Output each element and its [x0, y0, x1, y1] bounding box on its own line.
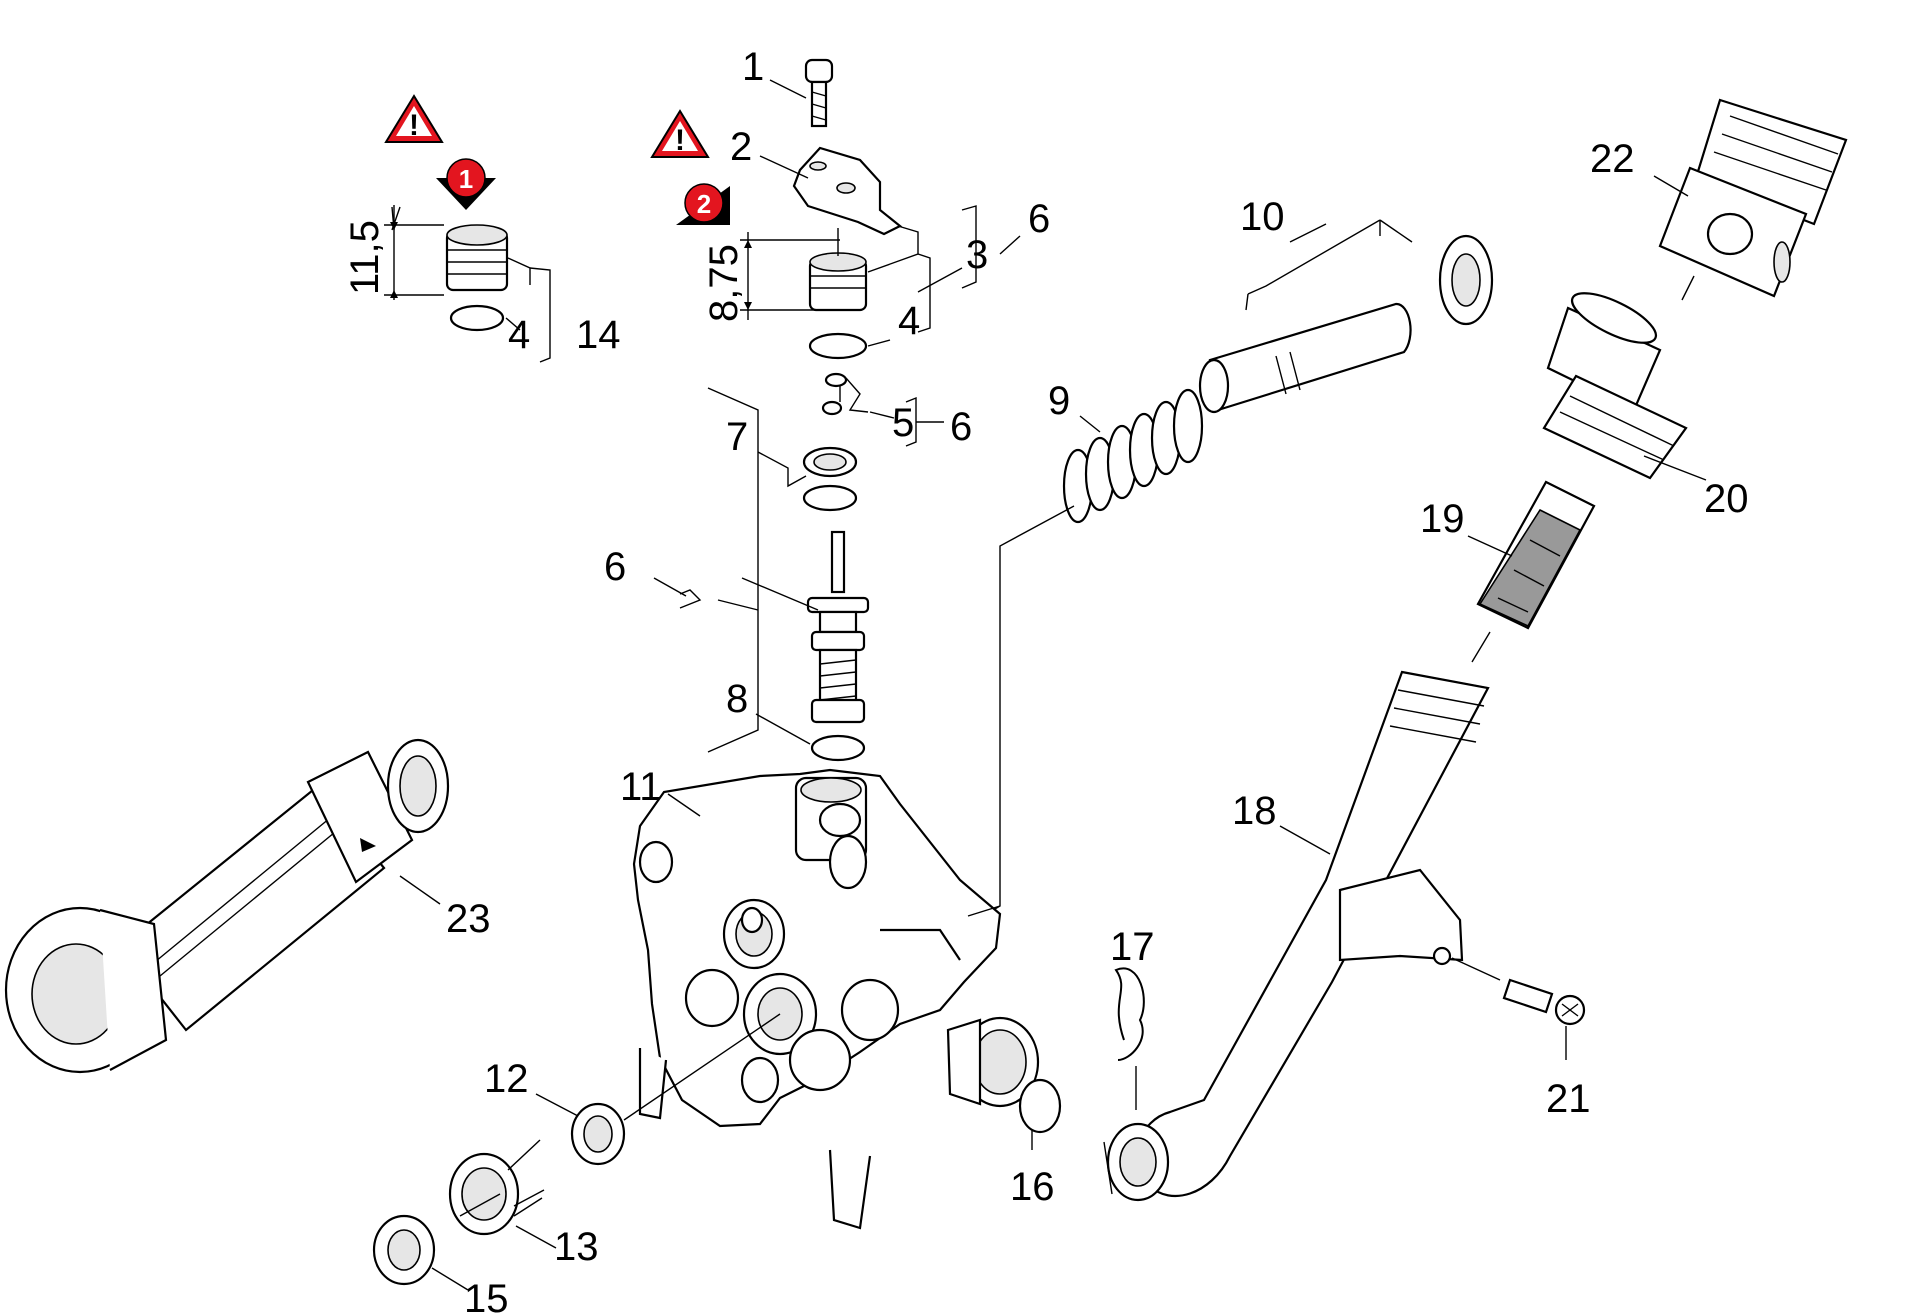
svg-text:!: ! [409, 109, 419, 142]
label-10: 10 [1240, 195, 1285, 239]
label-18: 18 [1232, 789, 1277, 833]
label-4: 4 [508, 313, 530, 357]
label-16: 16 [1010, 1165, 1055, 1209]
seal-15 [372, 1214, 436, 1286]
label-5: 5 [892, 401, 914, 445]
label-8: 8 [726, 677, 748, 721]
label-13: 13 [554, 1225, 599, 1269]
o-ring-5 [821, 372, 869, 416]
dimension-right: 8,75 [702, 244, 746, 322]
label-3: 3 [966, 233, 988, 277]
warning-triangle-icon: ! [384, 94, 444, 143]
label-17: 17 [1110, 925, 1155, 969]
svg-text:2: 2 [697, 189, 711, 219]
seal-13 [448, 1139, 545, 1236]
label-6: 6 [950, 405, 972, 449]
svg-text:1: 1 [459, 164, 473, 194]
label-19: 19 [1420, 497, 1465, 541]
coupling-20 [1542, 292, 1688, 480]
seal-ring-7 [802, 446, 858, 512]
o-ring-16 [1018, 1078, 1062, 1134]
label-15: 15 [464, 1277, 509, 1313]
seal-12 [570, 1102, 626, 1166]
outlet-fitting [946, 1016, 1040, 1108]
label-23: 23 [446, 897, 491, 941]
label-6: 6 [1028, 197, 1050, 241]
svg-text:!: ! [675, 124, 685, 157]
label-12: 12 [484, 1057, 529, 1101]
label-14: 14 [576, 313, 621, 357]
label-1: 1 [742, 45, 764, 89]
piston-10 [1198, 234, 1494, 414]
label-11: 11 [620, 765, 662, 809]
nut-22 [1658, 98, 1848, 298]
bypass-piston [806, 530, 870, 762]
label-2: 2 [730, 125, 752, 169]
cover-plate-2 [792, 146, 903, 236]
seal-17 [1114, 967, 1145, 1061]
warning-triangle-icon: ! [650, 109, 710, 158]
label-7: 7 [726, 415, 748, 459]
pump-housing-11 [632, 768, 1002, 1230]
label-21: 21 [1546, 1077, 1591, 1121]
dimension-left: 11,5 [343, 220, 387, 295]
label-9: 9 [1048, 379, 1070, 423]
adapter-23 [4, 738, 450, 1074]
marker-2: 2 [676, 183, 730, 225]
marker-1: 1 [436, 158, 496, 210]
screw-21 [1502, 978, 1586, 1026]
screw-1 [804, 58, 834, 128]
valve-assembly-14 [384, 205, 551, 363]
label-6: 6 [604, 545, 626, 589]
label-22: 22 [1590, 137, 1635, 181]
label-20: 20 [1704, 477, 1749, 521]
filter-19 [1476, 480, 1596, 630]
spring-9 [1062, 388, 1204, 524]
label-4: 4 [898, 299, 920, 343]
valve-3 [740, 228, 868, 360]
suction-pipe-18 [1103, 670, 1490, 1202]
